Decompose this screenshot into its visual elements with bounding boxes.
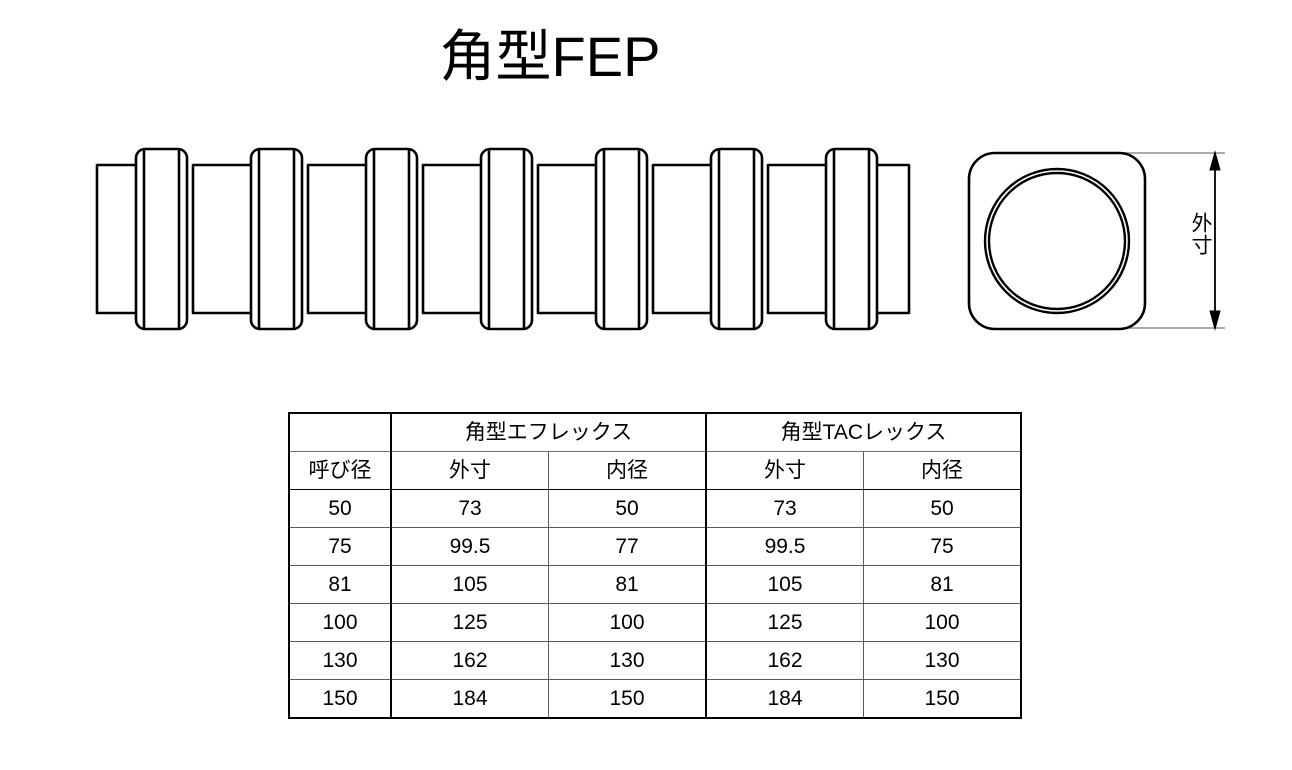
cell-eflex-inner: 100 xyxy=(548,603,707,642)
table-row: 81 105 81 105 81 xyxy=(288,565,1022,604)
cross-section-view xyxy=(967,150,1225,331)
cell-eflex-outer: 105 xyxy=(390,565,549,604)
cell-eflex-outer: 73 xyxy=(390,489,549,528)
pipe-rib xyxy=(364,147,419,331)
pipe-rib xyxy=(824,147,879,331)
cell-nominal: 150 xyxy=(288,679,392,719)
dimension-extension-lines xyxy=(1115,152,1225,329)
cell-eflex-outer: 99.5 xyxy=(390,527,549,566)
cell-taclex-outer: 162 xyxy=(705,641,864,680)
cell-taclex-inner: 150 xyxy=(863,679,1022,719)
table-row: 130 162 130 162 130 xyxy=(288,641,1022,680)
table-column-header-row: 呼び径 外寸 内径 外寸 内径 xyxy=(288,451,1022,490)
cell-eflex-outer: 125 xyxy=(390,603,549,642)
specification-table: 角型エフレックス 角型TACレックス 呼び径 外寸 内径 外寸 内径 50 73… xyxy=(288,412,1022,719)
cell-taclex-inner: 50 xyxy=(863,489,1022,528)
group-header-eflex: 角型エフレックス xyxy=(390,412,707,452)
table-row: 75 99.5 77 99.5 75 xyxy=(288,527,1022,566)
outer-dimension-label: 外寸 xyxy=(1189,212,1212,256)
cell-nominal: 75 xyxy=(288,527,392,566)
cell-eflex-outer: 184 xyxy=(390,679,549,719)
cell-taclex-outer: 73 xyxy=(705,489,864,528)
cell-eflex-inner: 130 xyxy=(548,641,707,680)
column-header-taclex-outer: 外寸 xyxy=(705,451,864,490)
cell-taclex-outer: 99.5 xyxy=(705,527,864,566)
pipe-rib xyxy=(249,147,304,331)
cell-taclex-inner: 100 xyxy=(863,603,1022,642)
group-header-blank xyxy=(289,413,392,452)
group-header-taclex: 角型TACレックス xyxy=(705,412,1022,452)
outer-dimension-line xyxy=(1209,150,1221,331)
cell-eflex-inner: 81 xyxy=(548,565,707,604)
cell-taclex-inner: 81 xyxy=(863,565,1022,604)
cell-eflex-outer: 162 xyxy=(390,641,549,680)
cell-eflex-inner: 50 xyxy=(548,489,707,528)
pipe-rib xyxy=(709,147,764,331)
cell-taclex-outer: 105 xyxy=(705,565,864,604)
pipe-rib xyxy=(134,147,189,331)
pipe-rib xyxy=(594,147,649,331)
column-header-nominal-diameter: 呼び径 xyxy=(288,451,392,490)
cell-eflex-inner: 150 xyxy=(548,679,707,719)
dimension-arrow-up xyxy=(1209,150,1221,171)
cell-nominal: 50 xyxy=(288,489,392,528)
corrugated-pipe-side-view xyxy=(95,147,911,331)
table-row: 100 125 100 125 100 xyxy=(288,603,1022,642)
cell-taclex-inner: 75 xyxy=(863,527,1022,566)
cell-nominal: 100 xyxy=(288,603,392,642)
page-title: 角型FEP xyxy=(439,25,661,88)
table-row: 150 184 150 184 150 xyxy=(288,679,1022,719)
cell-taclex-outer: 184 xyxy=(705,679,864,719)
column-header-eflex-outer: 外寸 xyxy=(390,451,549,490)
section-bore-outer-circle xyxy=(983,167,1131,315)
cell-taclex-outer: 125 xyxy=(705,603,864,642)
cell-taclex-inner: 130 xyxy=(863,641,1022,680)
pipe-rib xyxy=(479,147,534,331)
dimension-arrow-down xyxy=(1209,310,1221,331)
section-bore-inner-circle xyxy=(987,171,1127,311)
table-group-header-row: 角型エフレックス 角型TACレックス xyxy=(289,412,1022,452)
column-header-eflex-inner: 内径 xyxy=(548,451,707,490)
column-header-taclex-inner: 内径 xyxy=(863,451,1022,490)
section-outer-square xyxy=(967,151,1147,331)
cell-eflex-inner: 77 xyxy=(548,527,707,566)
cell-nominal: 81 xyxy=(288,565,392,604)
table-row: 50 73 50 73 50 xyxy=(288,489,1022,528)
cell-nominal: 130 xyxy=(288,641,392,680)
